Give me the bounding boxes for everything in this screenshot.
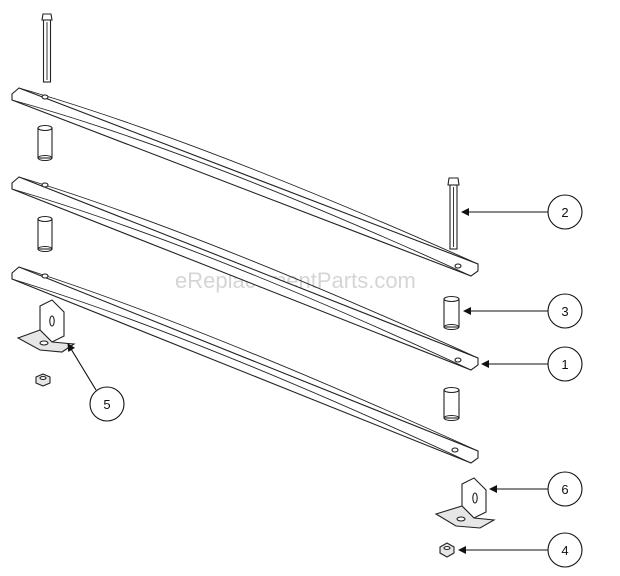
callout-3-label: 3 (561, 304, 568, 319)
top-bolt (41, 13, 53, 83)
callout-6-label: 6 (561, 482, 568, 497)
callout-3[interactable]: 3 (463, 293, 583, 329)
spring-leaf-middle (11, 176, 479, 371)
spacer-tube-upper-right (443, 295, 460, 330)
spring-leaf-top (11, 87, 479, 277)
spacer-tube-lower-right (443, 386, 460, 421)
angle-bracket-right (434, 477, 496, 529)
spacer-tube-lower-left (37, 215, 53, 252)
hex-nut-left (35, 373, 51, 387)
hex-nut-right (439, 542, 455, 558)
callout-5-label: 5 (103, 397, 110, 412)
callout-6[interactable]: 6 (489, 471, 583, 507)
callout-2[interactable]: 2 (461, 194, 583, 230)
angle-bracket-left (16, 299, 76, 353)
callout-2-label: 2 (561, 205, 568, 220)
right-bolt (447, 177, 460, 250)
callout-4-label: 4 (561, 543, 568, 558)
callout-5[interactable]: 5 (67, 343, 125, 422)
callout-1[interactable]: 1 (481, 346, 583, 382)
spring-leaf-bottom (11, 266, 479, 464)
callout-1-label: 1 (561, 357, 568, 372)
callout-4[interactable]: 4 (458, 532, 583, 568)
spacer-tube-upper-left (37, 124, 53, 161)
